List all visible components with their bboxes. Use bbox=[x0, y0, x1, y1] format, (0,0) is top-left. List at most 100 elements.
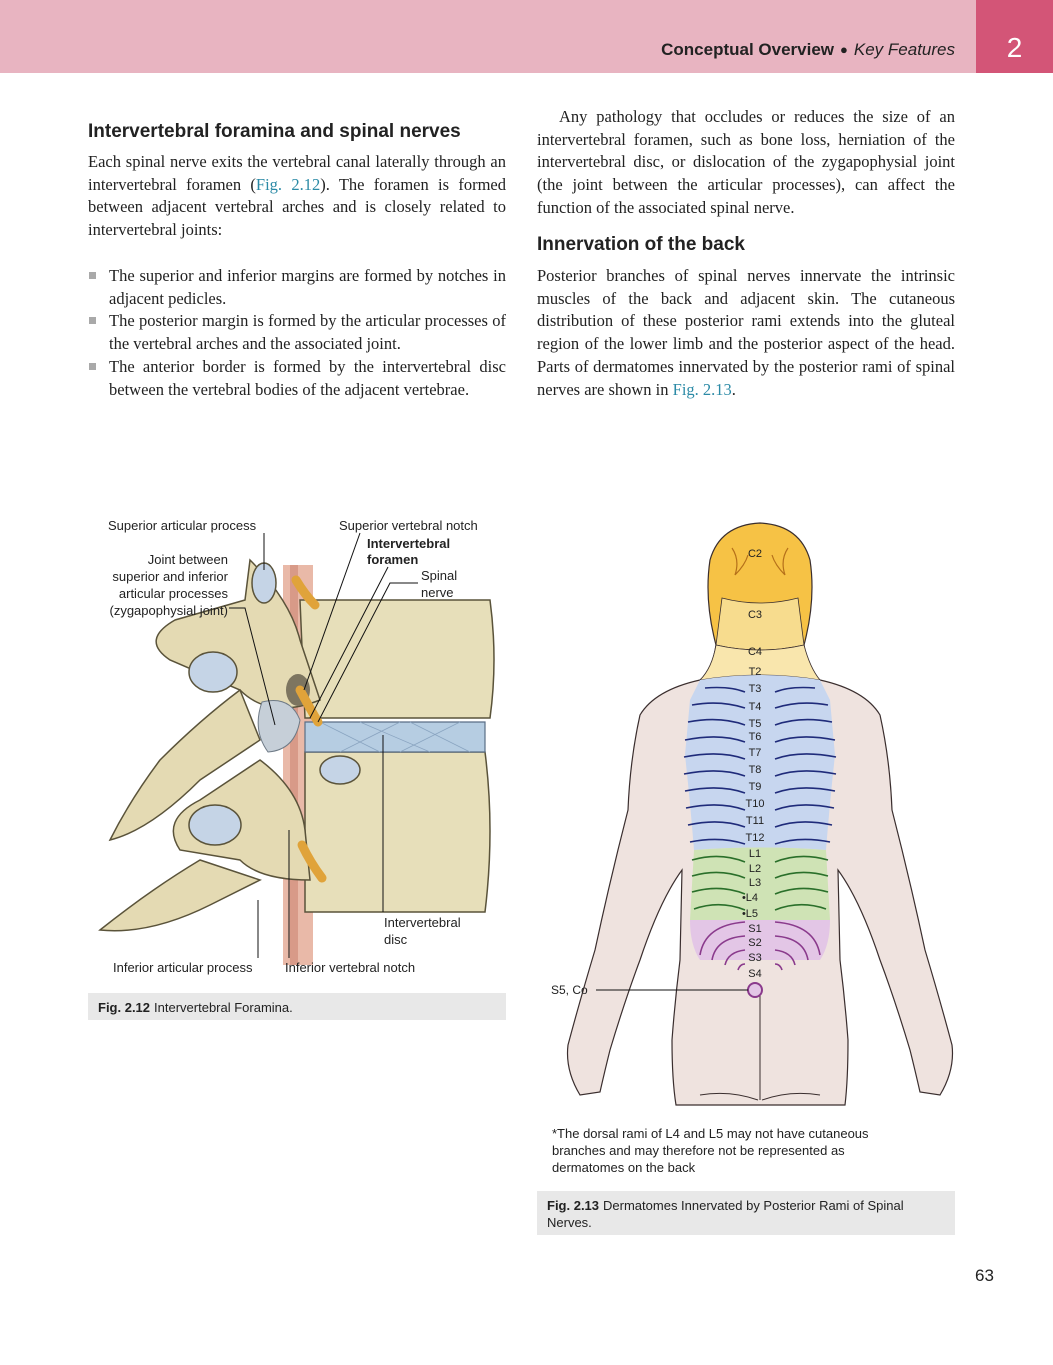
s5-coccygeal-area bbox=[747, 982, 763, 998]
label-superior-articular-process: Superior articular process bbox=[108, 518, 257, 533]
fig-2-13-caption-text-2: Nerves. bbox=[547, 1215, 592, 1230]
dermatome-c4: C4 bbox=[748, 646, 762, 658]
dermatome-t3: T3 bbox=[749, 683, 762, 695]
dura-shadow bbox=[290, 565, 298, 965]
heading-innervation: Innervation of the back bbox=[537, 234, 745, 255]
upper-spinal-nerve bbox=[291, 575, 320, 610]
fig-2-12-caption-number: Fig. 2.12 bbox=[98, 1000, 151, 1015]
footnote-line-2: branches and may therefore not be repres… bbox=[552, 1143, 845, 1158]
label-zygapophysial-joint: (zygapophysial joint) bbox=[109, 603, 228, 618]
dermatome-t7: T7 bbox=[749, 747, 762, 759]
dermatome-c2: C2 bbox=[748, 548, 762, 560]
label-foramen: foramen bbox=[367, 552, 419, 567]
list-item: The superior and inferior margins are fo… bbox=[88, 265, 506, 310]
thoracic-dermatome-lines bbox=[683, 686, 837, 845]
running-head: Conceptual Overview ● Key Features bbox=[661, 40, 955, 60]
dermatome-l5: •L5 bbox=[742, 908, 758, 920]
innervation-text-2: . bbox=[731, 379, 736, 399]
sacral-region bbox=[690, 920, 830, 960]
lumbar-dermatome-lines bbox=[691, 855, 829, 911]
label-disc-2: disc bbox=[384, 932, 408, 947]
dermatome-l2: L2 bbox=[749, 863, 761, 875]
intro-text-2: ). The foramen is formed between adjacen… bbox=[88, 174, 506, 240]
label-superior-and-inferior: superior and inferior bbox=[112, 569, 228, 584]
fig-2-12-link[interactable]: Fig. 2.12 bbox=[255, 174, 321, 194]
label-superior-vertebral-notch: Superior vertebral notch bbox=[339, 518, 478, 533]
dermatome-c3: C3 bbox=[748, 609, 762, 621]
scalp-nerve-icon bbox=[731, 547, 789, 576]
neck-c3 bbox=[715, 597, 805, 651]
footnote-line-1: *The dorsal rami of L4 and L5 may not ha… bbox=[552, 1126, 869, 1141]
lower-vertebral-arch bbox=[172, 759, 311, 881]
lower-articular-facet bbox=[319, 755, 361, 785]
disc-fibers bbox=[319, 721, 471, 753]
intro-text-1: Each spinal nerve exits the vertebral ca… bbox=[88, 152, 506, 194]
lower-pedicle-cross-section bbox=[188, 804, 242, 846]
leader-spinal-nerve bbox=[317, 582, 418, 723]
dermatome-t2: T2 bbox=[749, 666, 762, 678]
leader-zygapophysial-joint bbox=[229, 607, 276, 726]
dermatome-s1: S1 bbox=[748, 923, 761, 935]
dermatome-t8: T8 bbox=[749, 764, 762, 776]
page-header bbox=[0, 0, 1053, 73]
page-number: 63 bbox=[975, 1266, 994, 1285]
dermatome-t9: T9 bbox=[749, 781, 762, 793]
fig-2-13-caption-text-1: Dermatomes Innervated by Posterior Rami … bbox=[603, 1198, 904, 1213]
footnote-line-3: dermatomes on the back bbox=[552, 1160, 696, 1175]
fig-2-13-caption-number: Fig. 2.13 bbox=[547, 1198, 600, 1213]
upper-vertebral-body bbox=[299, 599, 495, 719]
dermatome-t11: T11 bbox=[746, 815, 764, 827]
dermatome-l1: L1 bbox=[749, 848, 761, 860]
lumbar-region bbox=[690, 847, 830, 920]
label-intervertebral: Intervertebral bbox=[367, 536, 451, 551]
dermatome-labels: C2 C3 C4 T2 T3 T4 T5 T6 T7 T8 T9 T10 T11… bbox=[742, 548, 765, 980]
zygapophysial-joint bbox=[257, 700, 301, 753]
spinal-nerve bbox=[295, 685, 323, 727]
label-inferior-articular-process: Inferior articular process bbox=[113, 960, 253, 975]
upper-spinous-process bbox=[108, 688, 261, 842]
upper-pedicle-cross-section bbox=[188, 651, 238, 693]
leader-intervertebral-foramen bbox=[309, 566, 389, 719]
lower-vertebral-body bbox=[304, 751, 491, 913]
dermatome-t12: T12 bbox=[746, 832, 765, 844]
label-spinal: Spinal bbox=[421, 568, 458, 583]
subsection-title: Key Features bbox=[853, 40, 955, 59]
innervation-paragraph: Posterior branches of spinal nerves inne… bbox=[537, 265, 955, 401]
dermatome-l3: L3 bbox=[749, 877, 761, 889]
label-articular-processes: articular processes bbox=[118, 586, 228, 601]
label-nerve: nerve bbox=[421, 585, 454, 600]
list-item: The anterior border is formed by the int… bbox=[88, 356, 506, 401]
dermatome-t6: T6 bbox=[749, 731, 762, 743]
dermatome-t4: T4 bbox=[749, 701, 762, 713]
dermatome-t10: T10 bbox=[746, 798, 765, 810]
intro-paragraph: Each spinal nerve exits the vertebral ca… bbox=[88, 151, 506, 242]
fig-2-13-link[interactable]: Fig. 2.13 bbox=[672, 379, 732, 399]
dermatome-l4: •L4 bbox=[742, 892, 758, 904]
gluteal-outline bbox=[699, 990, 821, 1101]
lower-spinous-process bbox=[98, 859, 262, 932]
chapter-number: 2 bbox=[976, 0, 1053, 73]
foramen-border-list: The superior and inferior margins are fo… bbox=[88, 265, 506, 401]
dermatome-s3: S3 bbox=[748, 952, 761, 964]
section-title: Conceptual Overview bbox=[661, 40, 835, 59]
pathology-paragraph: Any pathology that occludes or reduces t… bbox=[537, 107, 955, 217]
leader-superior-vertebral-notch bbox=[303, 532, 361, 691]
header-bullet: ● bbox=[840, 42, 848, 57]
dermatome-t5: T5 bbox=[749, 718, 762, 730]
label-disc-1: Intervertebral bbox=[384, 915, 461, 930]
list-item: The posterior margin is formed by the ar… bbox=[88, 310, 506, 355]
heading-intervertebral-foramina: Intervertebral foramina and spinal nerve… bbox=[88, 121, 461, 142]
label-inferior-vertebral-notch: Inferior vertebral notch bbox=[285, 960, 416, 975]
label-joint-between: Joint between bbox=[147, 552, 228, 567]
dermatome-s2: S2 bbox=[748, 937, 761, 949]
innervation-text-1: Posterior branches of spinal nerves inne… bbox=[537, 266, 955, 399]
lower-spinal-nerve bbox=[297, 840, 327, 883]
label-s5-co: S5, Co bbox=[551, 983, 588, 997]
sacral-dermatome-lines bbox=[699, 921, 821, 971]
thoracic-region bbox=[685, 675, 835, 850]
fig-2-12-caption-text: Intervertebral Foramina. bbox=[154, 1000, 293, 1015]
